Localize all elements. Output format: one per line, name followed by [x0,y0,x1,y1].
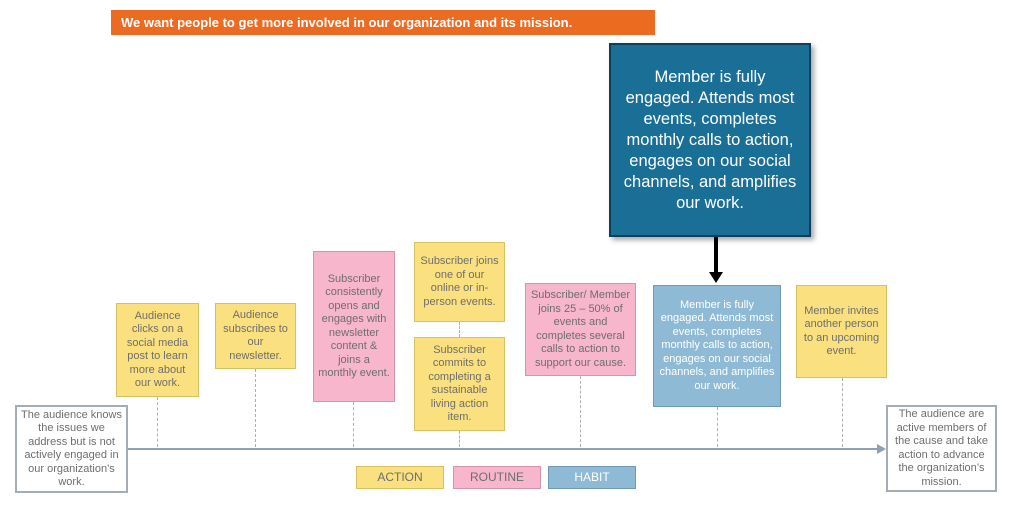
callout-text: Member is fully engaged. Attends most ev… [623,67,797,212]
connector-step-2 [255,369,256,447]
step-card-6: Subscriber/ Member joins 25 – 50% of eve… [525,283,636,376]
connector-step-4 [459,322,460,337]
callout-arrow-shaft [714,237,718,274]
step-text-8: Member invites another person to an upco… [803,304,880,358]
step-card-5: Subscriber commits to completing a susta… [414,337,505,431]
banner-title: We want people to get more involved in o… [111,10,655,35]
engaged-member-callout: Member is fully engaged. Attends most ev… [609,43,811,237]
connector-step-5 [459,431,460,447]
connector-step-3 [353,402,354,447]
step-card-3: Subscriber consistently opens and engage… [313,251,395,402]
connector-step-8 [842,378,843,447]
step-text-3: Subscriber consistently opens and engage… [318,272,390,380]
step-text-7: Member is fully engaged. Attends most ev… [659,298,775,392]
connector-step-1 [157,397,158,447]
step-text-2: Audience subscribes to our newsletter. [223,309,288,362]
step-card-8: Member invites another person to an upco… [796,285,887,378]
step-text-5: Subscriber commits to completing a susta… [428,343,491,424]
connector-step-7 [717,407,718,447]
connector-step-6 [580,376,581,447]
timeline-arrow-icon [877,444,886,454]
step-card-2: Audience subscribes to our newsletter. [215,303,296,369]
step-text-1: Audience clicks on a social media post t… [126,309,189,390]
step-card-1: Audience clicks on a social media post t… [116,303,199,397]
down-arrow-icon [709,272,723,283]
legend-action: ACTION [356,466,444,489]
step-text-6: Subscriber/ Member joins 25 – 50% of eve… [530,289,631,369]
timeline-line [128,448,878,450]
legend-habit: HABIT [548,466,636,489]
step-text-4: Subscriber joins one of our online or in… [420,255,499,308]
legend-routine: ROUTINE [453,466,541,489]
end-state-box: The audience are active members of the c… [886,405,997,492]
end-state-text: The audience are active members of the c… [895,408,988,488]
step-card-7: Member is fully engaged. Attends most ev… [653,285,781,407]
start-state-box: The audience knows the issues we address… [15,405,128,493]
start-state-text: The audience knows the issues we address… [21,408,122,489]
step-card-4: Subscriber joins one of our online or in… [414,242,505,322]
